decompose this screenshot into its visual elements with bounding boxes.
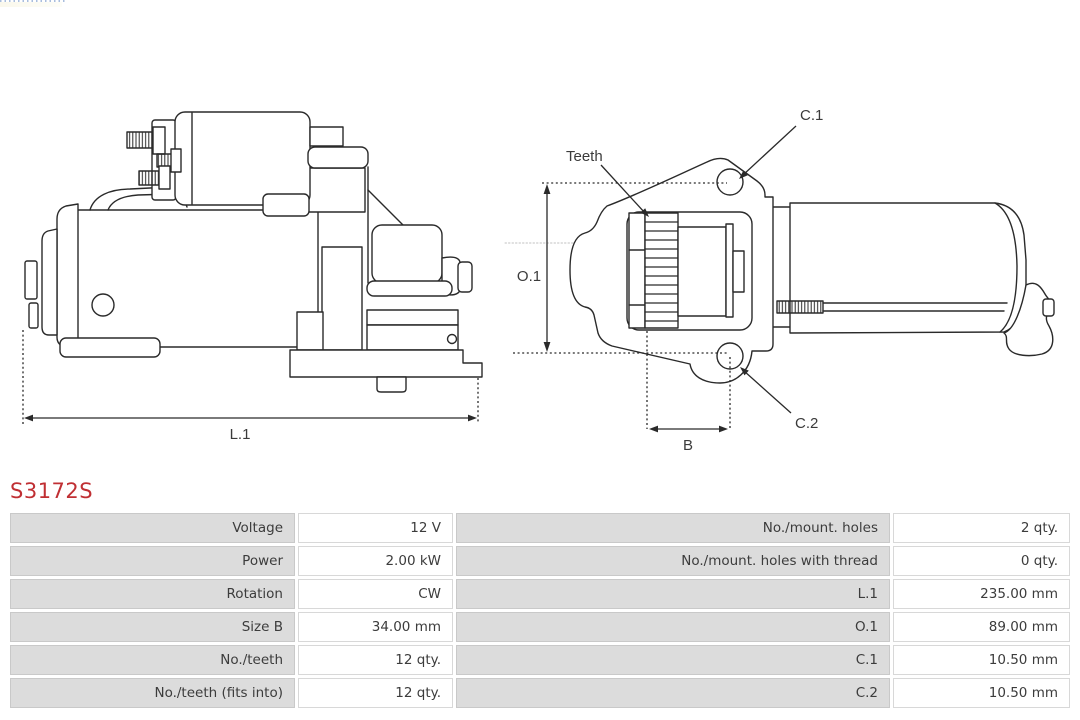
spec-label-cell: Voltage: [10, 513, 295, 543]
o1-label: O.1: [517, 268, 541, 285]
spec-value-cell: 2.00 kW: [298, 546, 453, 576]
spec-label-cell: L.1: [456, 579, 890, 609]
spec-table: Voltage 12 V No./mount. holes 2 qty. Pow…: [10, 513, 1070, 708]
spec-value-cell: 12 V: [298, 513, 453, 543]
b-label: B: [683, 437, 693, 454]
c2-leader: [740, 367, 792, 414]
spec-value-cell: CW: [298, 579, 453, 609]
side-view: [24, 111, 483, 393]
c1-leader: [739, 125, 797, 179]
teeth-leader: [600, 164, 649, 217]
teeth-label: Teeth: [566, 148, 603, 165]
spec-value-cell: 89.00 mm: [893, 612, 1070, 642]
part-number: S3172S: [10, 479, 94, 503]
logo-artifact: [0, 0, 66, 2]
spec-label-cell: C.2: [456, 678, 890, 708]
technical-drawing: L.1: [22, 107, 1055, 454]
mount-hole-c2: [716, 342, 744, 370]
spec-label-cell: No./mount. holes with thread: [456, 546, 890, 576]
spec-label-cell: Power: [10, 546, 295, 576]
spec-value-cell: 235.00 mm: [893, 579, 1070, 609]
spec-value-cell: 2 qty.: [893, 513, 1070, 543]
spec-value-cell: 10.50 mm: [893, 678, 1070, 708]
c2-label: C.2: [795, 415, 818, 432]
spec-label-cell: Size B: [10, 612, 295, 642]
pinion-gear: [644, 212, 679, 329]
spec-value-cell: 12 qty.: [298, 645, 453, 675]
l1-dimension: [22, 330, 479, 424]
spec-label-cell: No./teeth (fits into): [10, 678, 295, 708]
starter-motor-diagram: L.1: [22, 107, 1055, 454]
mount-hole-c1: [716, 168, 744, 196]
spec-label-cell: C.1: [456, 645, 890, 675]
l1-label: L.1: [230, 426, 251, 443]
spec-value-cell: 0 qty.: [893, 546, 1070, 576]
logo-artifact-tint: [0, 2, 62, 7]
spec-value-cell: 34.00 mm: [298, 612, 453, 642]
spec-label-cell: No./mount. holes: [456, 513, 890, 543]
spec-value-cell: 10.50 mm: [893, 645, 1070, 675]
b-dimension: [646, 331, 731, 433]
c1-label: C.1: [800, 107, 823, 124]
o1-dimension: [513, 182, 727, 354]
spec-value-cell: 12 qty.: [298, 678, 453, 708]
spec-label-cell: O.1: [456, 612, 890, 642]
front-view: [504, 157, 1055, 384]
spec-label-cell: Rotation: [10, 579, 295, 609]
spec-label-cell: No./teeth: [10, 645, 295, 675]
